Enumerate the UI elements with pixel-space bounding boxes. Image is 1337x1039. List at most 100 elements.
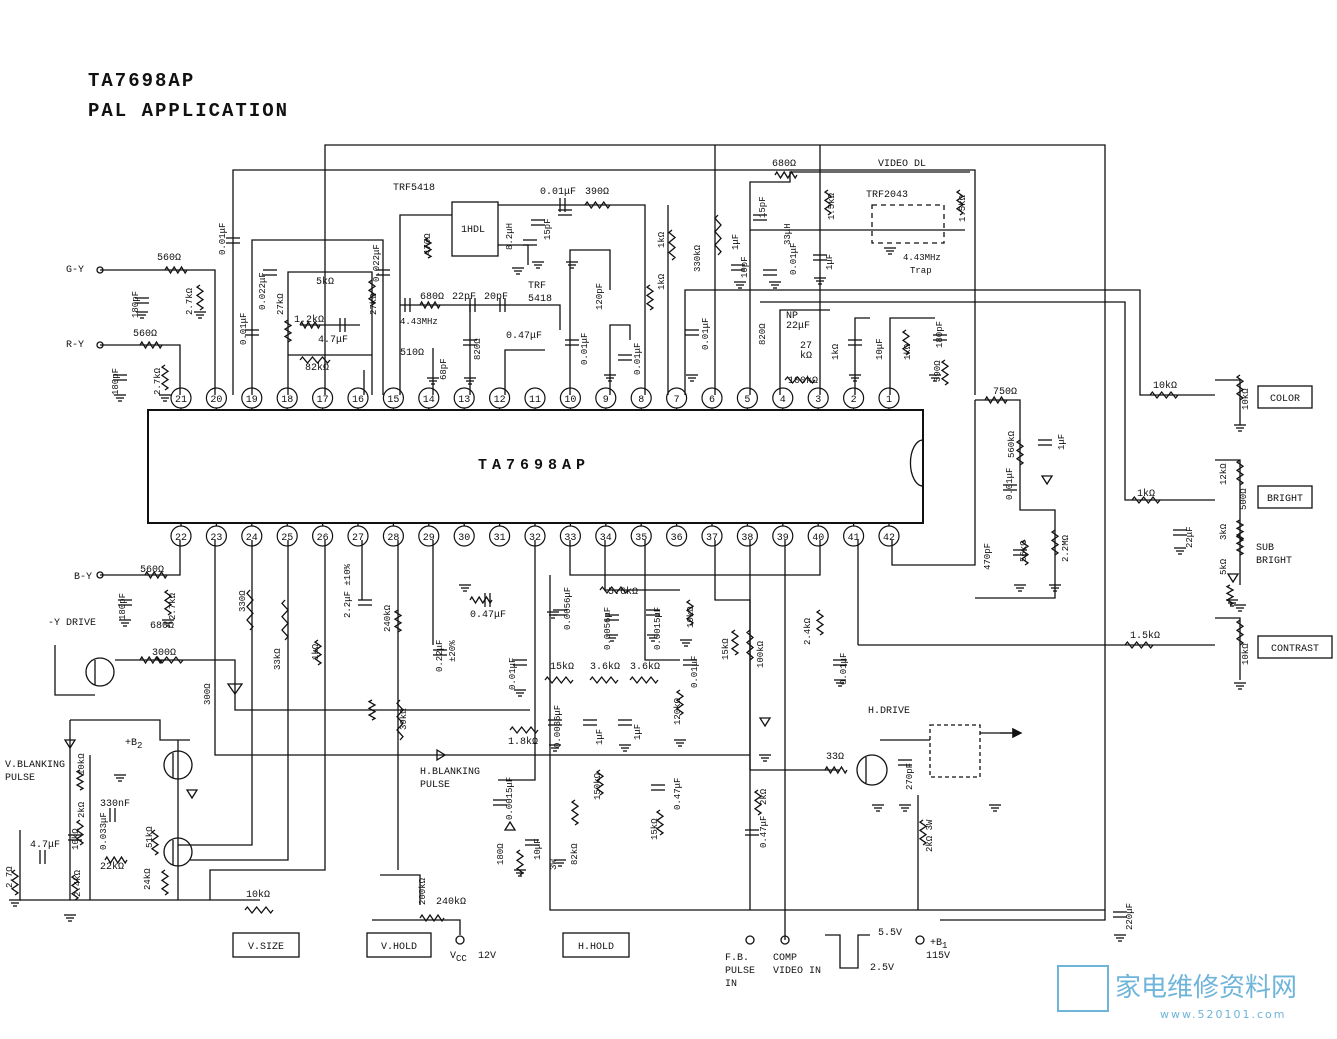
resistor xyxy=(70,874,80,901)
pin-number: 28 xyxy=(387,533,399,544)
svg-text:0.47μF: 0.47μF xyxy=(506,331,542,342)
component-value-label: ±20% xyxy=(448,640,458,662)
resistor xyxy=(515,849,525,876)
component-value-label: 8.2μH xyxy=(505,223,515,250)
component-value-label: 10μF xyxy=(533,838,543,860)
resistor xyxy=(367,279,377,306)
pin-3 xyxy=(807,387,829,409)
resistor xyxy=(313,639,323,666)
component-value-label: 15kΩ xyxy=(650,818,660,840)
control-contrast[interactable]: CONTRAST xyxy=(1257,635,1333,659)
resistor xyxy=(139,655,163,665)
control-bright[interactable]: BRIGHT xyxy=(1257,485,1313,509)
resistor xyxy=(714,214,722,256)
control-v-size[interactable]: V.SIZE xyxy=(232,932,300,958)
resistor xyxy=(589,675,619,685)
component-value-label: 0.033μF xyxy=(99,812,109,850)
transistor-vb-lower xyxy=(163,837,193,867)
component-value-label: 0.0015μF xyxy=(505,777,515,820)
pin-1 xyxy=(878,387,900,409)
component-value-label: 820Ω xyxy=(758,323,768,345)
pin-number: 29 xyxy=(423,533,435,544)
svg-text:10kΩ: 10kΩ xyxy=(246,889,270,901)
resistor xyxy=(75,769,85,791)
component-value-label: 0.01μF xyxy=(690,656,700,688)
fb-pulse-label-3: IN xyxy=(725,979,737,990)
pin-number: 32 xyxy=(529,533,541,544)
component-value-label: 22μF xyxy=(1185,526,1195,548)
component-value-label: 1μF xyxy=(825,254,835,270)
component-value-label: 27kΩ xyxy=(276,293,286,315)
pin-number: 12 xyxy=(494,395,506,406)
pin-number: 22 xyxy=(175,533,187,544)
component-value-label: 0.01μF xyxy=(701,318,711,350)
resistor xyxy=(246,589,254,631)
pin-number: 7 xyxy=(674,395,680,406)
h-hold-label: H.HOLD xyxy=(578,942,614,953)
v55-label: 5.5V xyxy=(878,928,902,939)
resistor xyxy=(918,819,928,846)
component-value-label: 1.5kΩ xyxy=(958,194,968,222)
pin-39 xyxy=(772,525,794,547)
resistor xyxy=(104,855,128,865)
svg-text:5kΩ: 5kΩ xyxy=(316,276,334,288)
resistor xyxy=(1149,390,1179,400)
svg-text:22pF: 22pF xyxy=(452,292,476,303)
comp-video-label-2: VIDEO IN xyxy=(773,966,821,977)
svg-text:390Ω: 390Ω xyxy=(585,187,609,198)
pin-number: 14 xyxy=(423,395,435,406)
component-value-label: 2.7kΩ xyxy=(185,287,195,315)
trf5418-b-label-2: 5418 xyxy=(528,294,552,305)
pin-2 xyxy=(842,387,865,409)
component-value-label: 240kΩ xyxy=(383,604,393,632)
resistor xyxy=(163,589,173,616)
pin-number: 6 xyxy=(709,395,715,406)
y-drive-label: -Y DRIVE xyxy=(48,618,96,629)
component-value-label: 2kΩ xyxy=(77,801,87,818)
resistor xyxy=(815,609,825,636)
pin-22 xyxy=(170,525,192,547)
svg-text:560Ω: 560Ω xyxy=(133,329,157,340)
component-value-label: 0.022μF xyxy=(372,244,382,282)
control-v-hold[interactable]: V.HOLD xyxy=(366,932,432,958)
resistor xyxy=(584,200,611,210)
watermark-url: www.520101.com xyxy=(1160,1008,1286,1021)
trf2043-label: TRF2043 xyxy=(866,190,908,201)
hdl-label: 1HDL xyxy=(461,225,485,236)
pin-17 xyxy=(312,387,334,409)
control-color[interactable]: COLOR xyxy=(1257,385,1313,409)
svg-text:22μF: 22μF xyxy=(786,321,810,332)
svg-text:1kΩ: 1kΩ xyxy=(1137,488,1155,500)
pin-number: 39 xyxy=(777,533,789,544)
pin-number: 27 xyxy=(352,533,364,544)
pin-8 xyxy=(630,387,652,409)
pin-18 xyxy=(276,387,298,409)
svg-text:5.6kΩ: 5.6kΩ xyxy=(608,586,638,598)
pin-36 xyxy=(665,525,688,547)
control-h-hold[interactable]: H.HOLD xyxy=(562,932,630,958)
sub-bright-label-2: BRIGHT xyxy=(1256,556,1292,567)
watermark-text: 家电维修资料网 xyxy=(1115,973,1297,1003)
component-value-label: 1kΩ xyxy=(311,643,321,660)
component-value-label: 2.7kΩ xyxy=(168,592,178,620)
b-y-label: B-Y xyxy=(74,572,92,583)
resistor xyxy=(901,329,911,356)
v25-label: 2.5V xyxy=(870,963,894,974)
ground-symbols xyxy=(9,247,1246,942)
svg-text:510Ω: 510Ω xyxy=(400,348,424,359)
capacitor-symbols xyxy=(39,198,1187,918)
pin-11 xyxy=(524,387,546,409)
component-value-label: 33μH xyxy=(783,223,793,245)
resistor xyxy=(299,355,331,365)
svg-text:750Ω: 750Ω xyxy=(993,387,1017,398)
resistor xyxy=(1235,619,1245,646)
component-value-label: 2.2MΩ xyxy=(1061,534,1071,562)
pin-13 xyxy=(453,387,475,409)
resistor xyxy=(75,819,85,846)
svg-text:22kΩ: 22kΩ xyxy=(100,861,124,873)
component-value-label: 10kΩ xyxy=(686,606,696,628)
pin-6 xyxy=(701,387,723,409)
